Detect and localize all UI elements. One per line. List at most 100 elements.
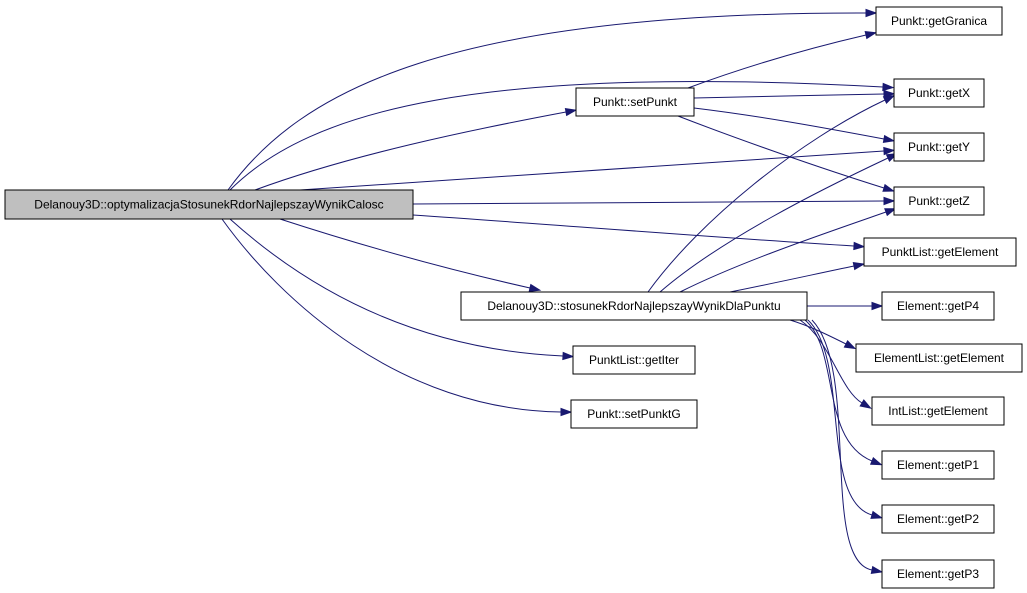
edge-line (729, 265, 855, 293)
edge-root-to-stosunek (279, 218, 542, 292)
node-box[interactable] (855, 343, 1023, 373)
node-getIter[interactable]: PunktList::getIter (572, 345, 696, 375)
edge-line (811, 319, 873, 571)
node-box[interactable] (881, 450, 995, 480)
arrowhead-icon (883, 89, 896, 99)
node-plGetElement[interactable]: PunktList::getElement (863, 237, 1017, 267)
node-stosunek[interactable]: Delanouy3D::stosunekRdorNajlepszayWynikD… (460, 291, 808, 321)
edge-stosunek-to-plGetElement (729, 262, 866, 293)
edge-line (227, 12, 867, 191)
node-box[interactable] (4, 189, 414, 220)
node-box[interactable] (863, 237, 1017, 267)
nodes-layer: Delanouy3D::optymalizacjaStosunekRdorNaj… (4, 6, 1023, 589)
arrowhead-icon (884, 208, 897, 217)
arrowhead-icon (882, 134, 896, 144)
edge-stosunek-to-getP3 (811, 319, 884, 574)
node-box[interactable] (893, 132, 985, 162)
edge-line (799, 319, 863, 404)
arrowhead-icon (852, 262, 866, 271)
node-getP3[interactable]: Element::getP3 (881, 559, 995, 589)
node-box[interactable] (881, 559, 995, 589)
node-getGranica[interactable]: Punkt::getGranica (875, 6, 1003, 36)
edge-line (687, 34, 867, 89)
node-box[interactable] (893, 186, 985, 216)
node-box[interactable] (881, 504, 995, 534)
edge-line (677, 115, 885, 189)
node-label: ElementList::getElement (874, 351, 1005, 365)
node-label: PunktList::getElement (882, 245, 999, 259)
arrowhead-icon (560, 407, 573, 417)
edge-root-to-getGranica (227, 8, 878, 191)
edge-stosunek-to-getZ (679, 208, 897, 293)
arrowhead-icon (562, 351, 575, 361)
edge-line (229, 218, 564, 357)
node-setPunktG[interactable]: Punkt::setPunktG (570, 399, 698, 429)
node-box[interactable] (881, 291, 995, 321)
edge-root-to-setPunktG (221, 218, 573, 417)
arrowhead-icon (870, 565, 884, 574)
node-setPunkt[interactable]: Punkt::setPunkt (575, 87, 695, 117)
edge-line (412, 214, 855, 247)
node-label: Element::getP3 (897, 567, 979, 581)
edge-line (659, 157, 889, 293)
edge-root-to-getZ (412, 196, 896, 206)
node-box[interactable] (570, 399, 698, 429)
node-root[interactable]: Delanouy3D::optymalizacjaStosunekRdorNaj… (4, 189, 414, 220)
edge-root-to-setPunkt (254, 107, 578, 191)
arrowhead-icon (853, 241, 866, 251)
node-box[interactable] (460, 291, 808, 321)
edge-line (804, 319, 873, 462)
node-label: Punkt::setPunkt (593, 95, 678, 109)
edge-line (789, 319, 847, 345)
edge-line (412, 200, 885, 205)
edge-stosunek-to-getP1 (804, 319, 883, 466)
node-label: Element::getP4 (897, 299, 979, 313)
edge-line (679, 211, 887, 293)
arrowhead-icon (882, 183, 895, 192)
edge-root-to-getY (299, 146, 896, 191)
arrowhead-icon (843, 340, 857, 350)
edge-line (693, 107, 885, 140)
node-box[interactable] (572, 345, 696, 375)
node-getY[interactable]: Punkt::getY (893, 132, 985, 162)
edge-stosunek-to-ilGetElement (799, 319, 872, 409)
node-elGetElement[interactable]: ElementList::getElement (855, 343, 1023, 373)
edge-line (279, 218, 531, 289)
edge-root-to-getX (229, 80, 895, 191)
node-getX[interactable]: Punkt::getX (893, 78, 985, 108)
node-box[interactable] (875, 6, 1003, 36)
edge-root-to-plGetElement (412, 214, 866, 251)
node-box[interactable] (575, 87, 695, 117)
node-label: Delanouy3D::stosunekRdorNajlepszayWynikD… (487, 299, 780, 313)
edge-stosunek-to-getY (659, 153, 899, 293)
node-box[interactable] (871, 396, 1005, 426)
edges-layer (221, 8, 899, 574)
node-label: Punkt::setPunktG (587, 407, 680, 421)
node-label: Punkt::getGranica (891, 14, 987, 28)
arrowhead-icon (882, 95, 896, 105)
arrowhead-icon (864, 31, 878, 40)
arrowhead-icon (528, 283, 542, 292)
edge-setPunkt-to-getX (693, 89, 896, 99)
edge-stosunek-to-getP4 (807, 301, 884, 311)
node-getZ[interactable]: Punkt::getZ (893, 186, 985, 216)
edge-setPunkt-to-getZ (677, 115, 895, 192)
node-getP4[interactable]: Element::getP4 (881, 291, 995, 321)
edge-line (254, 111, 567, 191)
node-getP2[interactable]: Element::getP2 (881, 504, 995, 534)
node-ilGetElement[interactable]: IntList::getElement (871, 396, 1005, 426)
arrowhead-icon (564, 107, 578, 117)
edge-line (647, 99, 886, 293)
node-label: Punkt::getX (908, 86, 970, 100)
edge-line (807, 319, 873, 516)
node-box[interactable] (893, 78, 985, 108)
edge-line (221, 218, 562, 413)
edge-line (693, 93, 885, 99)
arrowhead-icon (859, 399, 872, 409)
edge-stosunek-to-elGetElement (789, 319, 857, 350)
node-getP1[interactable]: Element::getP1 (881, 450, 995, 480)
arrowhead-icon (865, 8, 878, 18)
edge-line (299, 150, 885, 191)
edge-stosunek-to-getX (647, 95, 896, 293)
